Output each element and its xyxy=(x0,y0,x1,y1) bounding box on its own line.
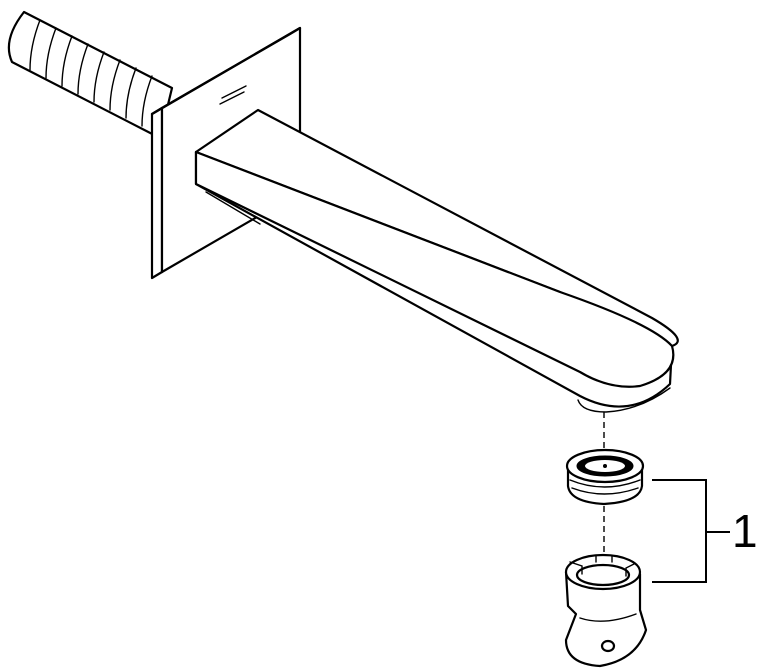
brand-logo-mark xyxy=(219,85,247,105)
aerator-insert xyxy=(565,448,645,506)
aerator-key xyxy=(564,553,648,668)
callout-leader xyxy=(652,479,730,583)
threaded-pipe xyxy=(7,10,174,140)
spout-body xyxy=(194,108,679,413)
callout-label-1: 1 xyxy=(732,505,758,557)
